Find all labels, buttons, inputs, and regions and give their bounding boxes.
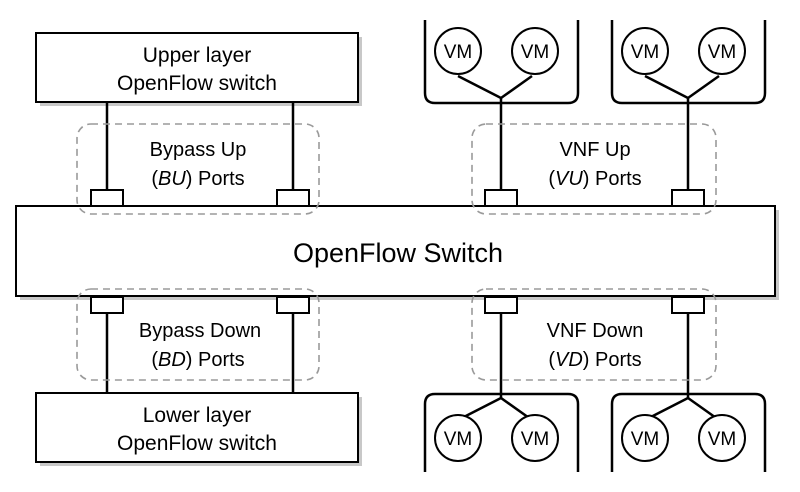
port-group-title: VNF Down <box>547 320 644 342</box>
vm-branch <box>457 74 502 100</box>
upper-layer-switch: Upper layer OpenFlow switch <box>35 32 362 106</box>
vnf-down-port <box>671 296 705 314</box>
vm-node: VM <box>511 414 559 462</box>
vm-node: VM <box>511 27 559 75</box>
port-group-bypass-up: Bypass Up (BU) Ports <box>76 123 320 215</box>
port-group-subtitle: (BU) Ports <box>151 168 244 190</box>
vnf-down-port <box>484 296 518 314</box>
vm-label: VM <box>631 42 660 63</box>
vm-node: VM <box>698 27 746 75</box>
bypass-down-port <box>276 296 310 314</box>
port-group-subtitle: (BD) Ports <box>151 349 244 371</box>
bypass-down-port <box>90 296 124 314</box>
main-openflow-switch: OpenFlow Switch <box>15 205 779 300</box>
host-bracket-upper-left <box>423 20 580 105</box>
vm-label: VM <box>521 429 550 450</box>
upper-switch-label-line1: Upper layer <box>143 44 252 67</box>
lower-layer-switch: Lower layer OpenFlow switch <box>35 392 362 466</box>
vm-label: VM <box>444 429 473 450</box>
vm-branch <box>500 74 533 100</box>
ports <box>90 189 705 314</box>
vnf-up-port <box>484 189 518 207</box>
port-group-title: Bypass Down <box>139 320 261 342</box>
lower-switch-label-line2: OpenFlow switch <box>117 432 277 455</box>
port-group-outline <box>76 288 320 381</box>
port-group-subtitle: (VU) Ports <box>548 168 641 190</box>
host-brackets <box>423 20 767 472</box>
host-bracket-upper-right <box>610 20 767 105</box>
vm-node: VM <box>434 414 482 462</box>
host-bracket-lower-left <box>423 392 580 472</box>
port-group-vnf-up: VNF Up (VU) Ports <box>471 123 717 215</box>
vm-label: VM <box>708 42 737 63</box>
vnf-up-port <box>671 189 705 207</box>
lower-switch-label-line1: Lower layer <box>143 404 252 427</box>
port-group-outline <box>471 288 717 381</box>
vm-node: VM <box>621 27 669 75</box>
port-group-outline <box>76 123 320 215</box>
vm-label: VM <box>521 42 550 63</box>
bypass-up-port <box>90 189 124 207</box>
vm-label: VM <box>631 429 660 450</box>
vm-branch <box>687 74 720 100</box>
vm-label: VM <box>708 429 737 450</box>
port-group-bypass-down: Bypass Down (BD) Ports <box>76 288 320 381</box>
port-group-vnf-down: VNF Down (VD) Ports <box>471 288 717 381</box>
upper-switch-label-line2: OpenFlow switch <box>117 72 277 95</box>
port-group-outline <box>471 123 717 215</box>
host-bracket-lower-right <box>610 392 767 472</box>
vm-nodes: VM VM VM VM VM VM VM VM <box>434 27 746 462</box>
main-switch-label: OpenFlow Switch <box>293 238 503 268</box>
port-group-title: VNF Up <box>559 139 630 161</box>
vm-node: VM <box>621 414 669 462</box>
vm-node: VM <box>434 27 482 75</box>
port-group-title: Bypass Up <box>150 139 247 161</box>
vm-node: VM <box>698 414 746 462</box>
port-group-subtitle: (VD) Ports <box>548 349 641 371</box>
vm-branch <box>644 74 689 100</box>
vm-label: VM <box>444 42 473 63</box>
bypass-up-port <box>276 189 310 207</box>
